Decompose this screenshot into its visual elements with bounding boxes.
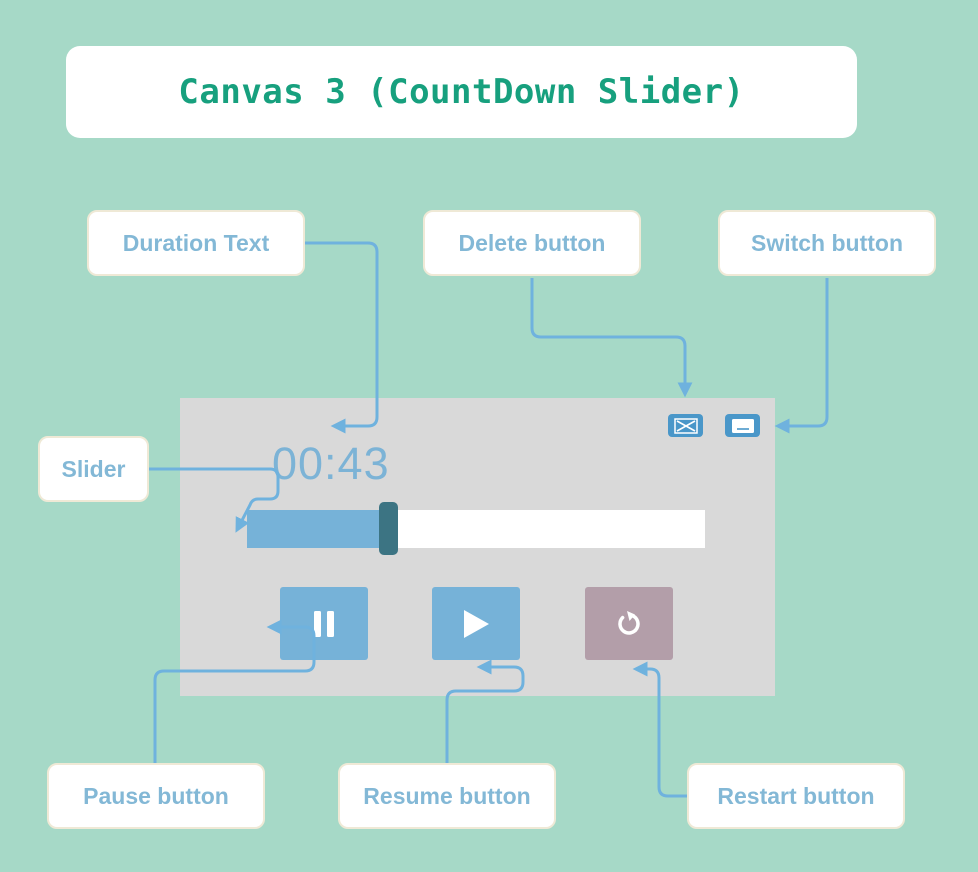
label-delete-button: Delete button: [423, 210, 641, 276]
label-resume-button: Resume button: [338, 763, 556, 829]
label-slider: Slider: [38, 436, 149, 502]
close-x-icon: [673, 417, 698, 434]
label-switch-button: Switch button: [718, 210, 936, 276]
arrow-switch-button: [774, 278, 829, 434]
duration-text: 00:43: [272, 438, 390, 489]
label-pause-button: Pause button: [47, 763, 265, 829]
title-box: Canvas 3 (CountDown Slider): [66, 46, 857, 138]
restart-icon: [618, 610, 640, 635]
pause-button[interactable]: [280, 587, 368, 660]
delete-button[interactable]: [668, 414, 703, 437]
minimize-window-icon: [731, 418, 754, 433]
label-duration-text: Duration Text: [87, 210, 305, 276]
label-restart-button: Restart button: [687, 763, 905, 829]
play-icon: [464, 609, 489, 638]
restart-button[interactable]: [585, 587, 673, 660]
pause-icon: [314, 610, 334, 637]
resume-button[interactable]: [432, 587, 520, 660]
slider-thumb[interactable]: [379, 502, 399, 555]
diagram-title: Canvas 3 (CountDown Slider): [178, 72, 745, 112]
arrow-delete-button: [530, 278, 693, 398]
slider-fill: [247, 510, 389, 548]
switch-button[interactable]: [725, 414, 760, 437]
